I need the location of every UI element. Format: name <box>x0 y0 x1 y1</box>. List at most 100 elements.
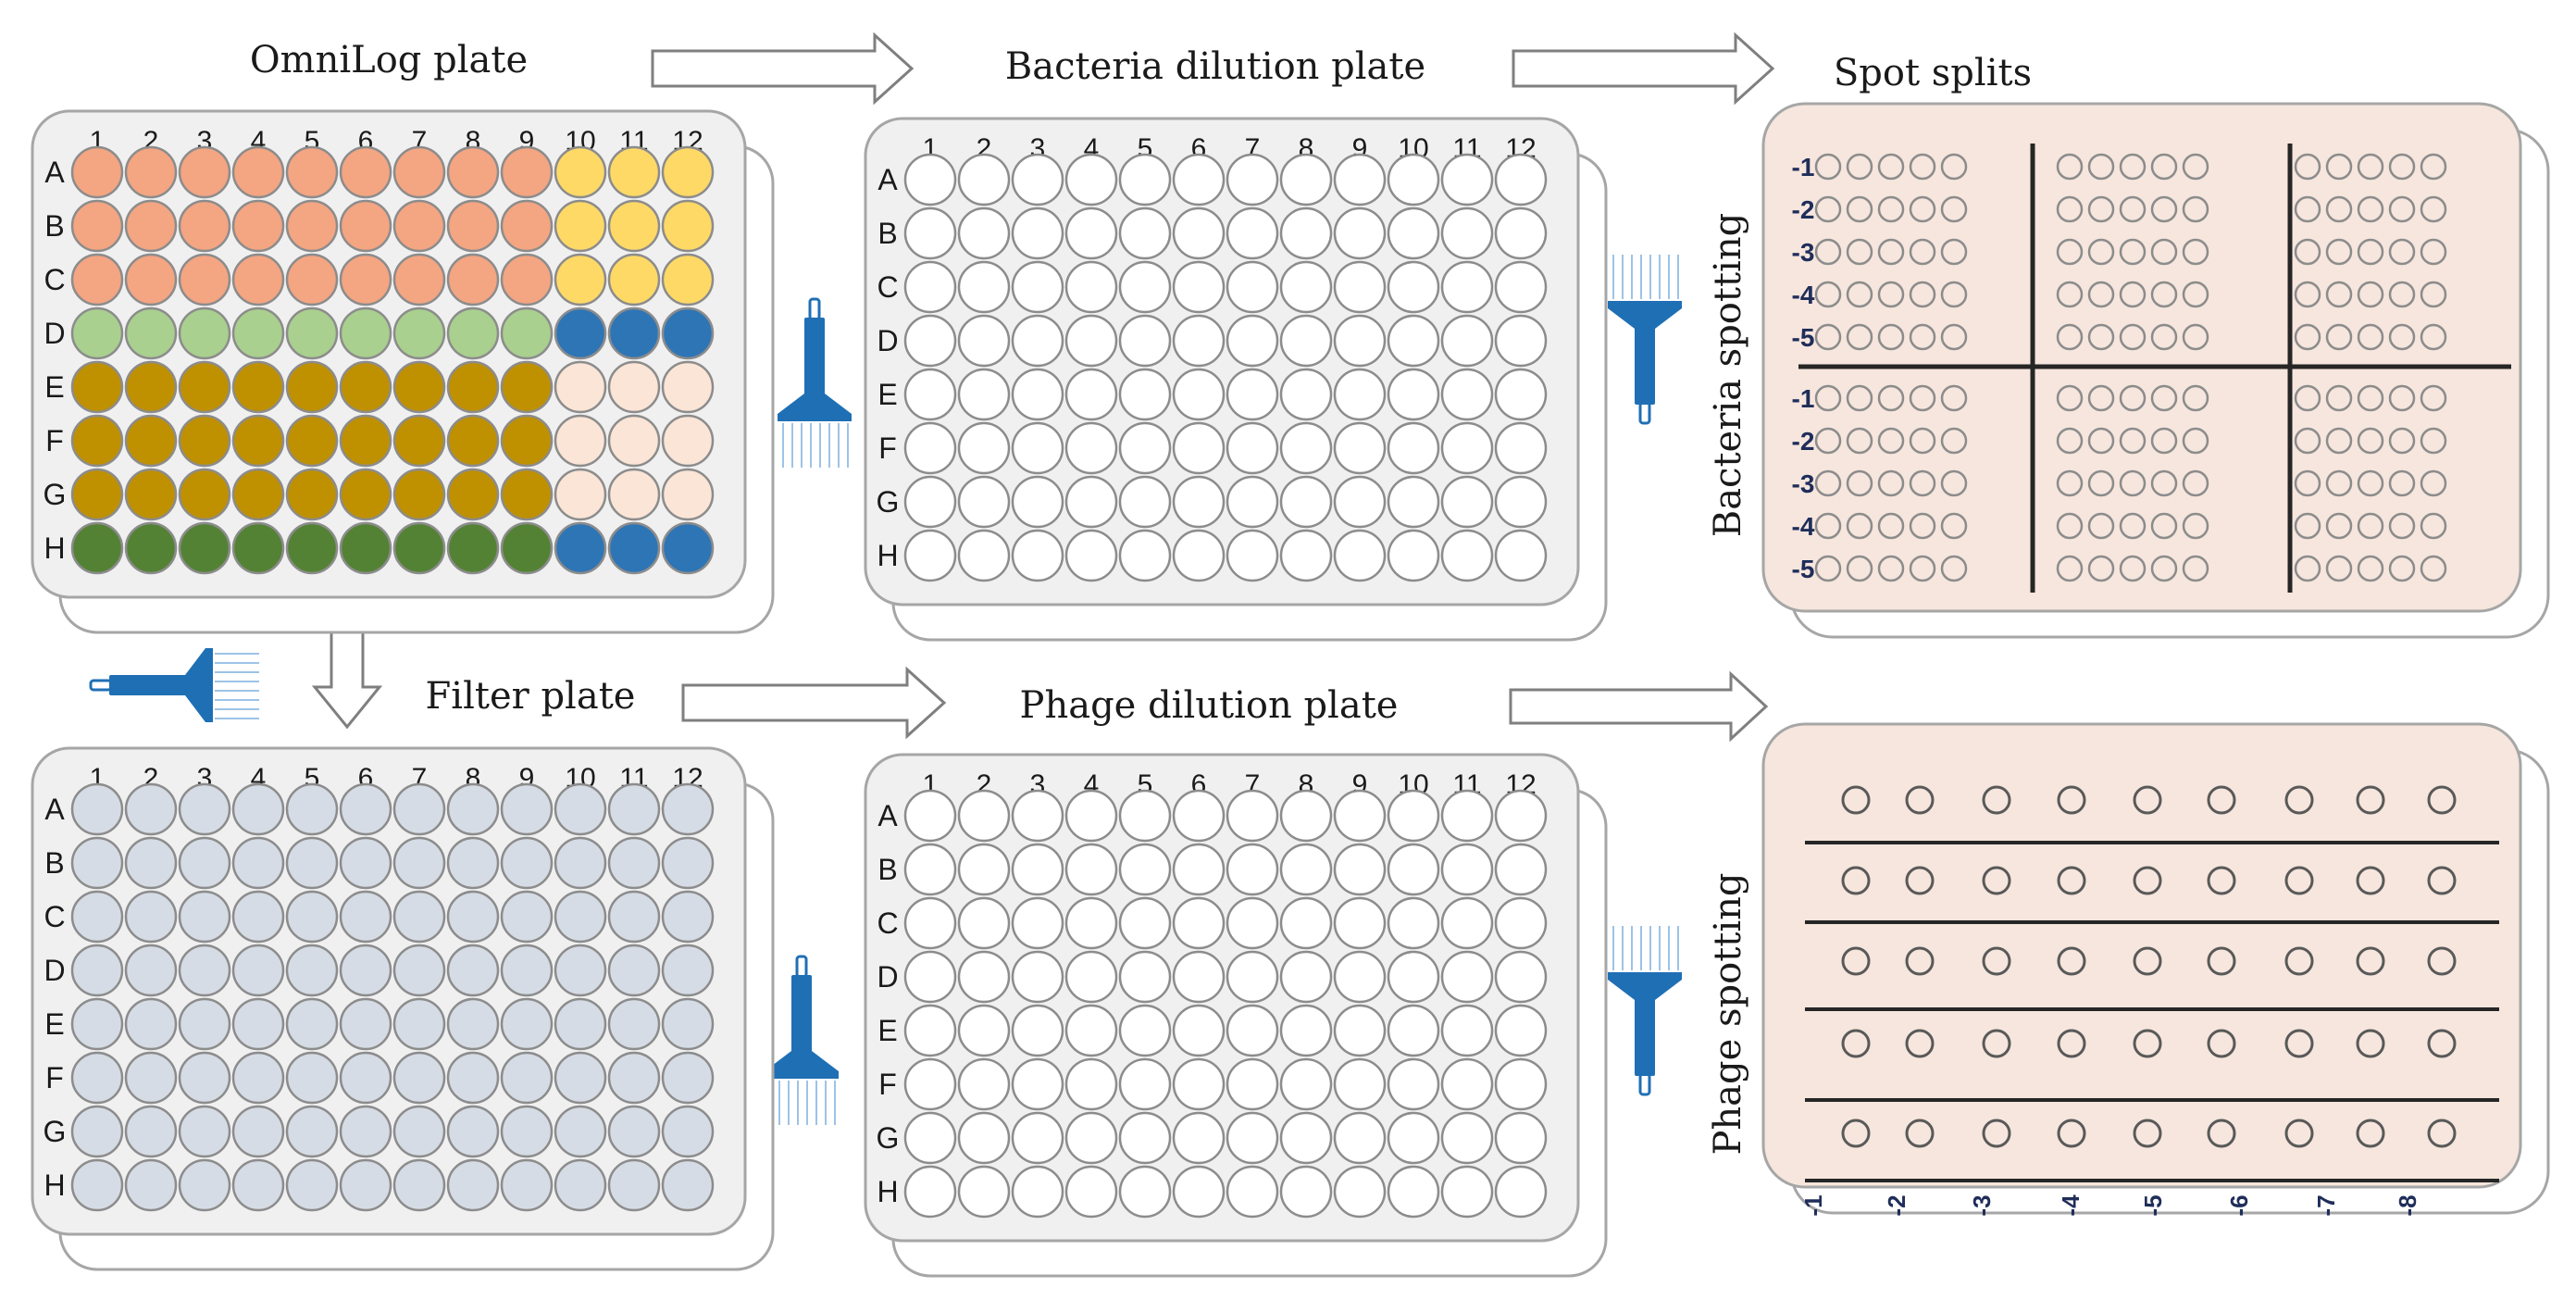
bacteria-spot <box>1814 384 1842 412</box>
bacteria-spot <box>2119 195 2147 223</box>
filter-well <box>554 1158 607 1212</box>
bacteria-dilution-well <box>957 475 1011 529</box>
bacteria-dilution-plate-title: Bacteria dilution plate <box>1005 45 1425 88</box>
filter-well <box>554 997 607 1051</box>
bacteria-dilution-well <box>1440 421 1494 475</box>
phage-spot <box>2133 785 2162 815</box>
omnilog-well <box>661 253 715 306</box>
bacteria-spot <box>1846 281 1873 308</box>
phage-spot <box>2207 785 2236 815</box>
phage-dilution-well <box>1226 896 1279 950</box>
omnilog-well <box>285 199 339 253</box>
bacteria-spot <box>1877 469 1905 497</box>
phage-dilution-well <box>1440 1057 1494 1111</box>
phage-spot <box>2057 866 2086 895</box>
bacteria-dilution-well <box>1118 475 1172 529</box>
phage-dilution-well <box>1172 896 1226 950</box>
bacteria-spot <box>2357 238 2384 266</box>
bacteria-spot <box>2056 281 2084 308</box>
phage-dilution-well <box>903 789 957 843</box>
dilution-label: -4 <box>1792 512 1815 541</box>
phage-dilution-well <box>1118 1004 1172 1057</box>
filter-well <box>124 944 178 997</box>
bacteria-spot <box>2294 555 2321 582</box>
omnilog-well <box>392 145 446 199</box>
omnilog-plate-title: OmniLog plate <box>250 39 528 81</box>
filter-well <box>661 1158 715 1212</box>
filter-well <box>178 1158 231 1212</box>
filter-well <box>392 944 446 997</box>
bacteria-spot <box>2087 238 2115 266</box>
filter-well <box>339 997 392 1051</box>
bacteria-spot <box>2420 469 2447 497</box>
omnilog-well <box>446 253 500 306</box>
filter-row-label: E <box>44 1007 64 1041</box>
phage-spot <box>2356 946 2385 976</box>
filter-well <box>124 836 178 890</box>
phage-dilution-well <box>1011 896 1064 950</box>
bacteria-spot <box>2056 153 2084 181</box>
bacteria-dilution-well <box>1440 260 1494 314</box>
filter-well <box>339 836 392 890</box>
phage-dilution-well <box>1494 1004 1548 1057</box>
phage-dilution-well <box>1387 1004 1440 1057</box>
phage-dilution-well <box>1172 1165 1226 1219</box>
bacteria-dilution-well <box>1494 260 1548 314</box>
bacteria-spot <box>2357 469 2384 497</box>
bacteria-spot <box>2357 195 2384 223</box>
filter-row-label: B <box>44 846 64 880</box>
phage-spot <box>2427 1119 2457 1148</box>
spot-splits-panel: -1-2-3-4-5-1-2-3-4-5 <box>1761 102 2550 639</box>
bacteria-spot <box>2182 153 2209 181</box>
filter-well <box>231 890 285 944</box>
filter-plate-title: Filter plate <box>426 675 636 718</box>
phage-axis-label: -6 <box>2225 1194 2253 1216</box>
phage-dilution-well <box>1387 843 1440 896</box>
phage-spot <box>2057 946 2086 976</box>
multichannel-pipette-icon <box>763 955 840 1127</box>
phage-spot <box>1905 866 1935 895</box>
bacteria-dilution-well <box>1494 368 1548 421</box>
phage-dilution-plate-title: Phage dilution plate <box>1020 684 1399 727</box>
omnilog-well <box>339 468 392 521</box>
omnilog-well <box>231 253 285 306</box>
omnilog-row-label: G <box>44 478 67 511</box>
phage-dilution-well <box>1494 896 1548 950</box>
bacteria-spot <box>2119 281 2147 308</box>
arrow-right-icon <box>1509 670 1769 743</box>
bacteria-spot <box>2420 238 2447 266</box>
filter-well <box>392 1158 446 1212</box>
filter-well <box>70 1051 124 1105</box>
omnilog-well <box>178 253 231 306</box>
phage-spot <box>2427 785 2457 815</box>
phage-dilution-well <box>957 1004 1011 1057</box>
bacteria-dilution-well <box>1172 421 1226 475</box>
omnilog-well <box>70 199 124 253</box>
arrow-right-icon <box>1512 31 1775 106</box>
omnilog-well <box>607 253 661 306</box>
phage-spot <box>1982 946 2011 976</box>
bacteria-spot <box>2357 323 2384 351</box>
bacteria-dilution-well <box>1333 368 1387 421</box>
filter-well <box>231 782 285 836</box>
filter-well <box>231 944 285 997</box>
omnilog-well <box>231 360 285 414</box>
phage-dilution-well <box>1064 1004 1118 1057</box>
bacteria-spot <box>2357 384 2384 412</box>
phage-dilution-well <box>1226 1004 1279 1057</box>
bacteria-dilution-well <box>1172 153 1226 206</box>
phage-dilution-well <box>1011 1057 1064 1111</box>
phage-dilution-well <box>1011 1111 1064 1165</box>
bacteria-spot <box>1814 555 1842 582</box>
filter-well <box>178 997 231 1051</box>
bacteria-spot <box>2150 384 2178 412</box>
bacteria-dilution-well <box>1172 314 1226 368</box>
phage-dilution-well <box>1279 843 1333 896</box>
filter-well <box>500 782 554 836</box>
bacteria-dilution-well <box>1226 314 1279 368</box>
omnilog-row-label: F <box>45 424 64 457</box>
filter-well <box>392 1051 446 1105</box>
bacteria-spot <box>2420 512 2447 540</box>
omnilog-row-label: C <box>44 263 65 296</box>
